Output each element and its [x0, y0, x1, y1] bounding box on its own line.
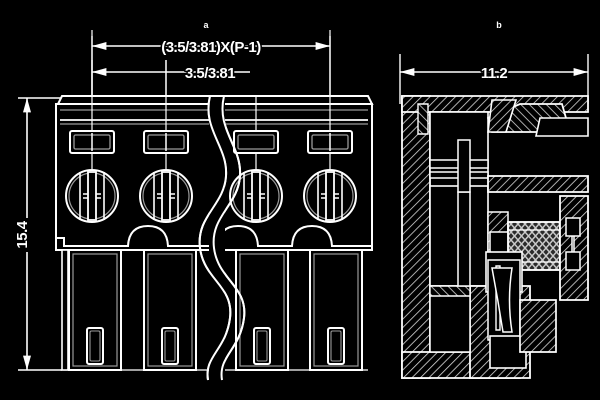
wire-slot-4 [307, 130, 353, 154]
view-mark-section: b [496, 20, 502, 30]
pin-leg-4 [309, 249, 363, 371]
dimension-height-label: 15.4 [14, 220, 31, 248]
dimension-depth-label: 11.2 [481, 65, 508, 82]
wire-slot-3 [233, 130, 279, 154]
section-view-mark-label: b [496, 20, 502, 30]
pin-leg-1 [68, 249, 122, 371]
wire-slot-2 [143, 130, 189, 154]
break-line [198, 95, 246, 381]
screw-terminal-4 [303, 169, 357, 223]
wire-slot-1 [69, 130, 115, 154]
dimension-pitch-single-label: 3.5/3.81 [185, 65, 235, 82]
screw-terminal-1 [65, 169, 119, 223]
section-mid-rail [487, 175, 589, 193]
dimension-depth: 11.2 [399, 54, 589, 104]
cross-section-view [401, 95, 589, 379]
screw-terminal-2 [139, 169, 193, 223]
section-left-wall [401, 95, 431, 379]
front-view-mark-label: a [203, 20, 209, 30]
view-mark-front: a [203, 20, 209, 30]
section-contact-pin [491, 267, 513, 333]
dimension-height: 15.4 [13, 97, 62, 371]
dimension-pitch-total-label: (3.5/3.81)X(P-1) [161, 39, 261, 56]
pin-leg-2 [143, 249, 197, 371]
front-elevation-view [55, 30, 374, 381]
screw-terminal-3 [229, 169, 283, 223]
